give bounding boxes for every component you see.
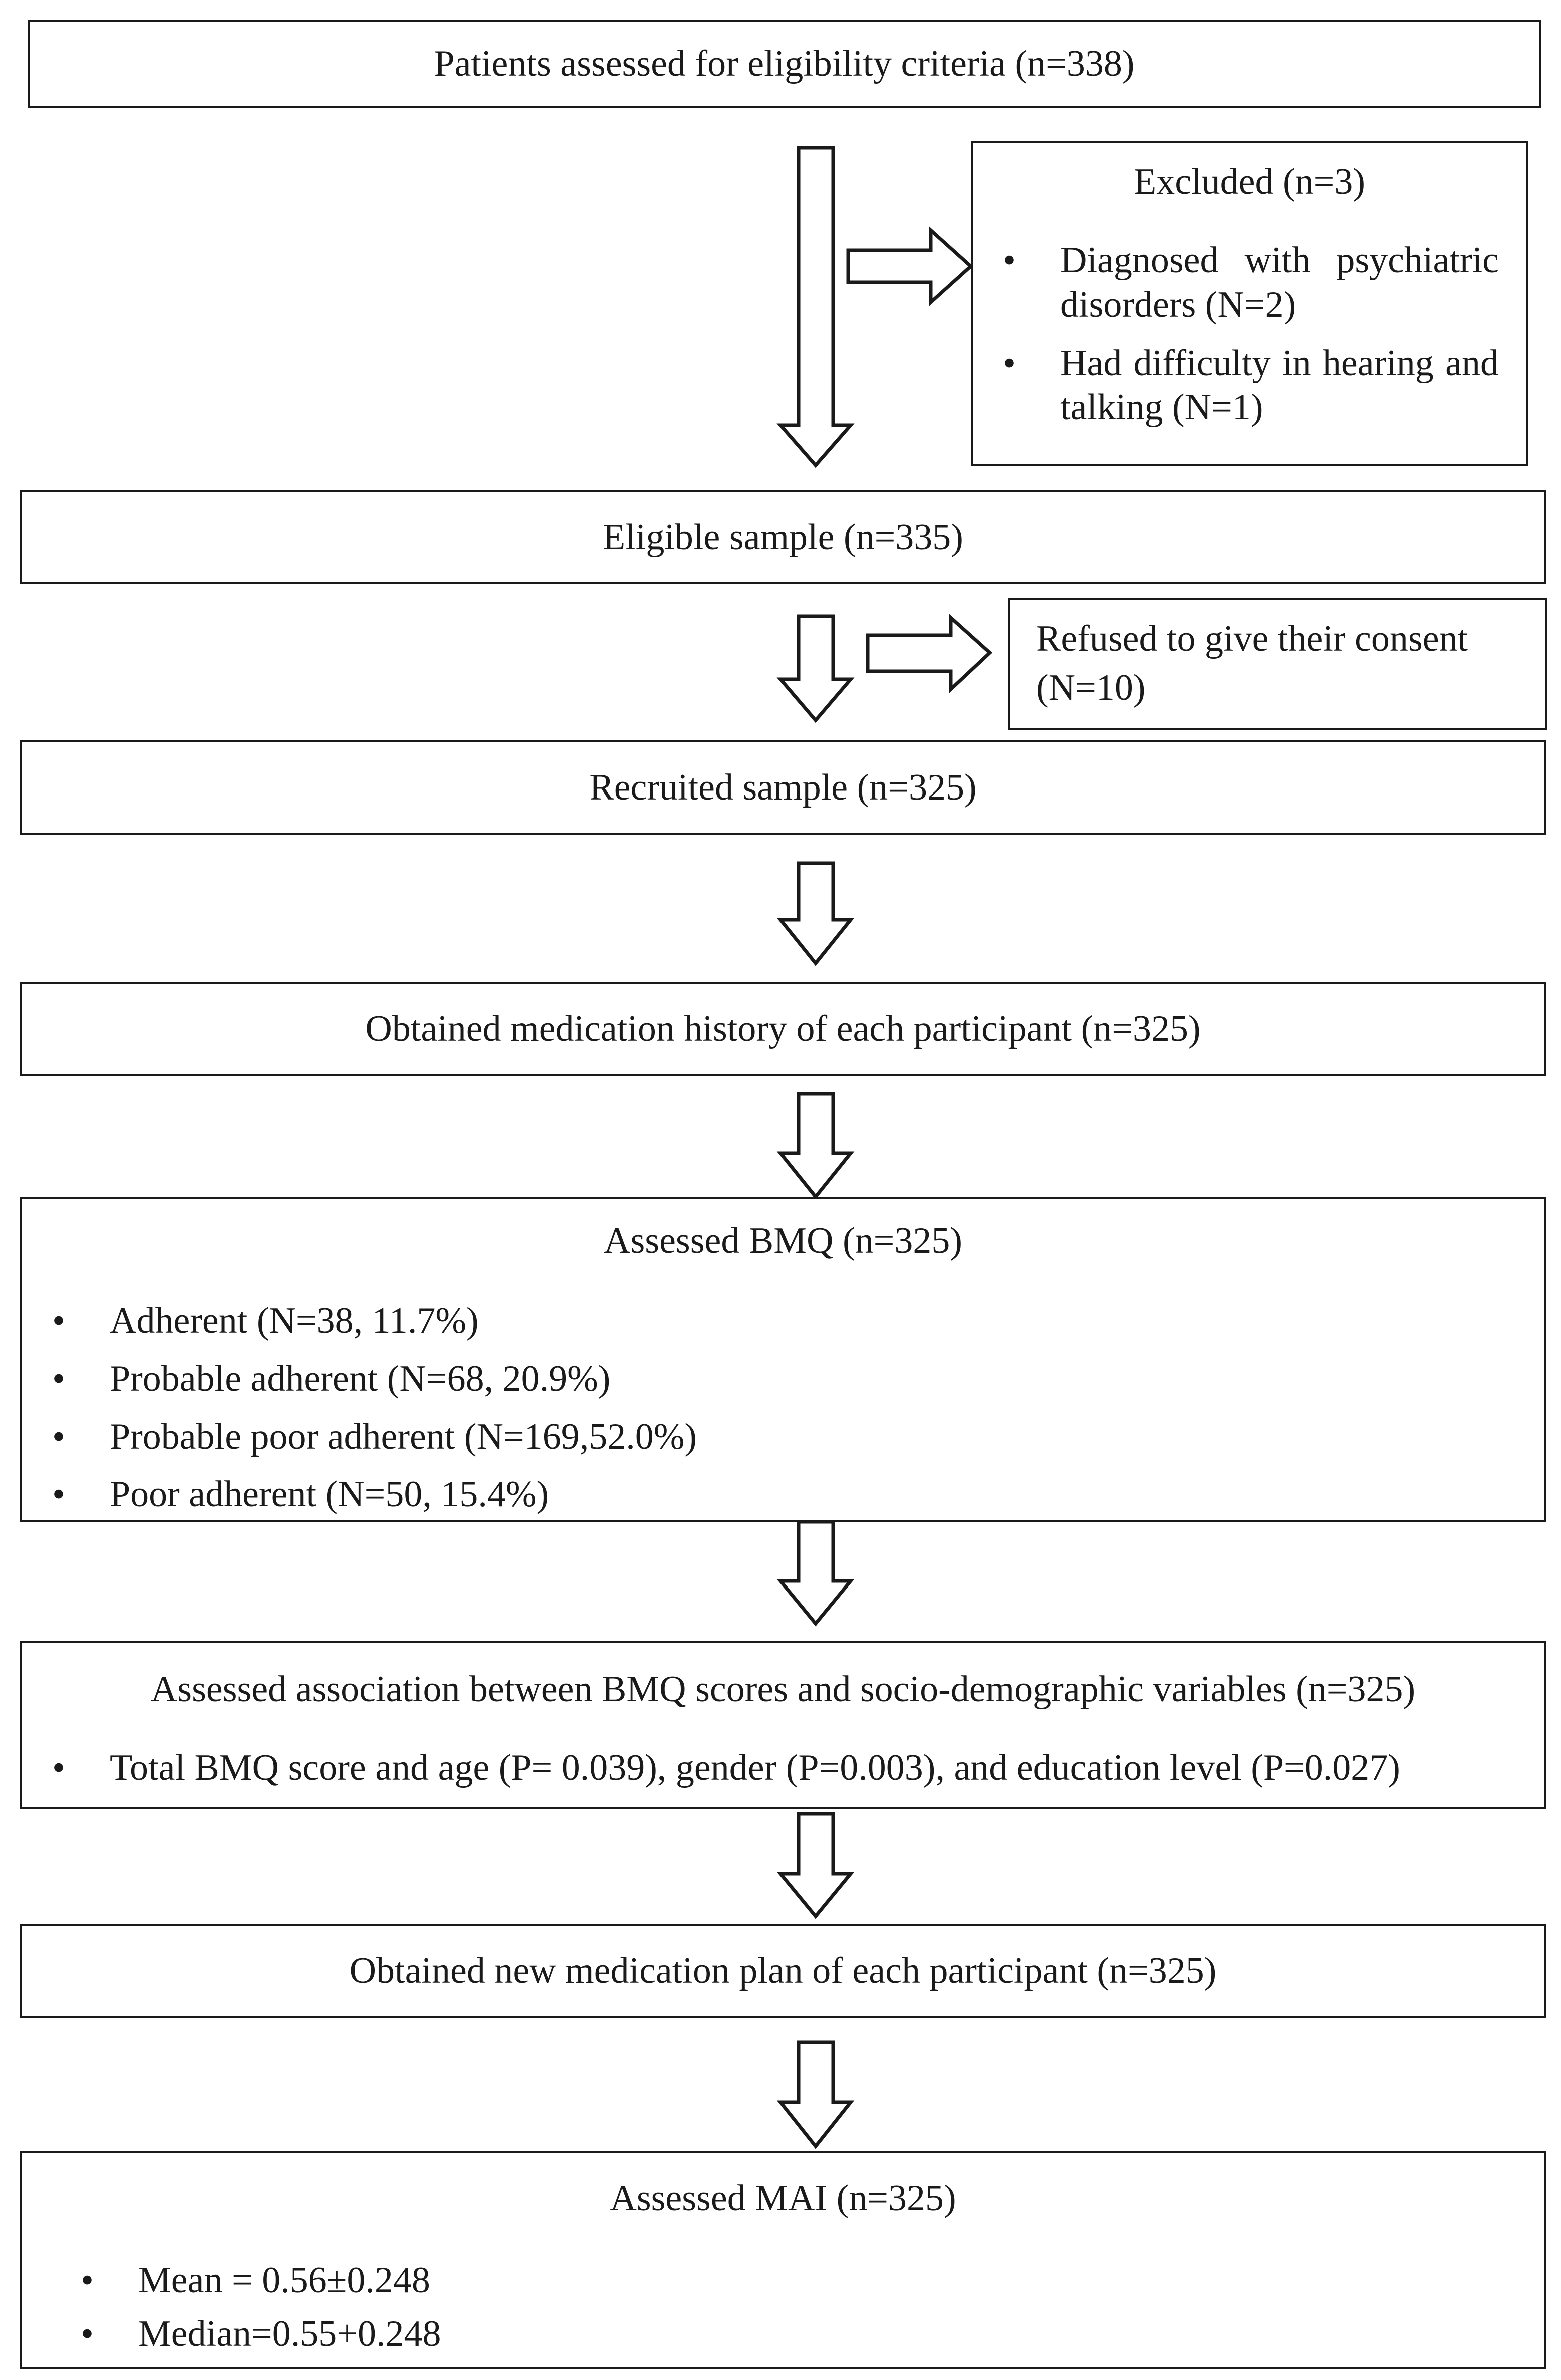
bmq-box: Assessed BMQ (n=325) Adherent (N=38, 11.…	[20, 1197, 1546, 1522]
bmq-title: Assessed BMQ (n=325)	[604, 1220, 962, 1261]
excluded-title: Excluded (n=3)	[1134, 161, 1365, 202]
refused-box: Refused to give their consent (N=10)	[1008, 598, 1547, 730]
assessed-label: Patients assessed for eligibility criter…	[434, 43, 1135, 85]
excluded-item: Had difficulty in hearing and talking (N…	[1003, 341, 1499, 430]
refused-label: Refused to give their consent (N=10)	[1036, 618, 1468, 708]
eligible-label: Eligible sample (n=335)	[603, 516, 963, 558]
new-plan-label: Obtained new medication plan of each par…	[349, 1950, 1217, 1991]
bmq-item: Poor adherent (N=50, 15.4%)	[52, 1472, 697, 1517]
arrow-down-plan-to-mai	[776, 2040, 855, 2149]
bmq-item: Probable poor adherent (N=169,52.0%)	[52, 1415, 697, 1459]
excluded-list: Diagnosed with psychiatric disorders (N=…	[1003, 238, 1499, 430]
association-box: Assessed association between BMQ scores …	[20, 1641, 1546, 1809]
mai-box: Assessed MAI (n=325) Mean = 0.56±0.248 M…	[20, 2151, 1546, 2369]
mai-list: Mean = 0.56±0.248 Median=0.55+0.248	[81, 2258, 441, 2356]
history-label: Obtained medication history of each part…	[365, 1008, 1201, 1049]
arrow-down-association-to-plan	[776, 1812, 855, 1919]
assessed-box: Patients assessed for eligibility criter…	[28, 20, 1541, 108]
excluded-item: Diagnosed with psychiatric disorders (N=…	[1003, 238, 1499, 327]
eligible-box: Eligible sample (n=335)	[20, 490, 1546, 584]
arrow-down-assessed-to-eligible	[776, 146, 855, 468]
mai-title: Assessed MAI (n=325)	[610, 2178, 956, 2219]
arrow-down-eligible-to-recruited	[776, 614, 855, 723]
arrow-down-bmq-to-association	[776, 1520, 855, 1627]
new-plan-box: Obtained new medication plan of each par…	[20, 1924, 1546, 2018]
history-box: Obtained medication history of each part…	[20, 982, 1546, 1076]
mai-item: Median=0.55+0.248	[81, 2312, 441, 2356]
excluded-box: Excluded (n=3) Diagnosed with psychiatri…	[971, 141, 1528, 466]
arrow-right-to-refused	[866, 614, 993, 694]
arrow-down-history-to-bmq	[776, 1092, 855, 1200]
recruited-label: Recruited sample (n=325)	[589, 766, 977, 808]
bmq-item: Adherent (N=38, 11.7%)	[52, 1299, 697, 1343]
association-item: Total BMQ score and age (P= 0.039), gend…	[52, 1746, 1400, 1790]
recruited-box: Recruited sample (n=325)	[20, 740, 1546, 835]
arrow-right-to-excluded	[846, 226, 974, 306]
arrow-down-recruited-to-history	[776, 861, 855, 966]
bmq-list: Adherent (N=38, 11.7%) Probable adherent…	[52, 1299, 697, 1517]
association-title: Assessed association between BMQ scores …	[150, 1669, 1416, 1710]
association-list: Total BMQ score and age (P= 0.039), gend…	[52, 1746, 1400, 1790]
bmq-item: Probable adherent (N=68, 20.9%)	[52, 1357, 697, 1401]
mai-item: Mean = 0.56±0.248	[81, 2258, 441, 2303]
